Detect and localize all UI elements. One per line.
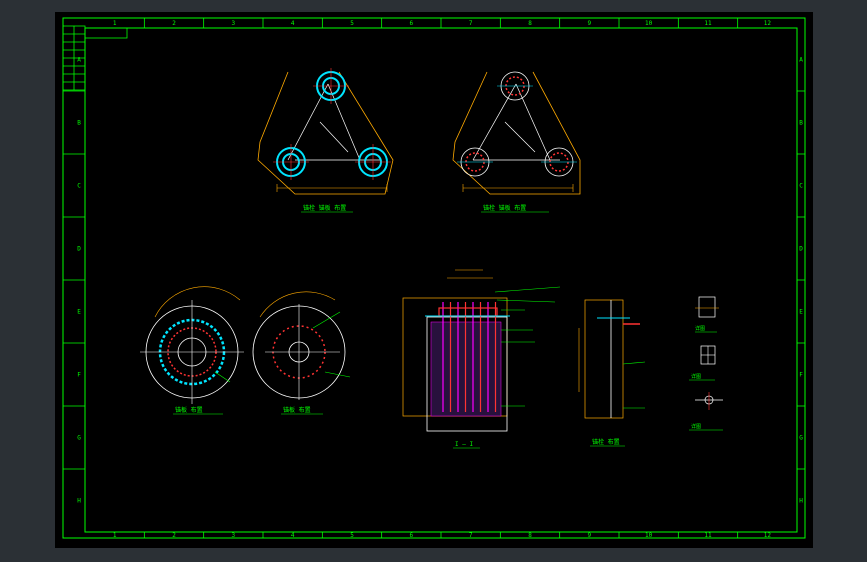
ring-view-2: 锚板 布置 <box>252 291 351 415</box>
caption-ring-1: 锚板 布置 <box>175 406 203 414</box>
row-label-left: F <box>77 372 81 379</box>
row-label-left: E <box>77 309 81 316</box>
caption-detail-3: 详图 <box>691 423 701 430</box>
row-label-right: F <box>799 372 803 379</box>
row-label-right: G <box>799 435 803 442</box>
detail-views: 详图 详图 详图 <box>689 296 723 431</box>
column-label-top: 5 <box>350 20 354 27</box>
column-label-top: 8 <box>528 20 532 27</box>
row-label-left: A <box>77 57 81 64</box>
row-label-left: D <box>77 246 81 253</box>
column-label-top: 3 <box>232 20 236 27</box>
column-label-top: 10 <box>645 20 653 27</box>
column-label-bottom: 4 <box>291 532 295 539</box>
caption-plan-1: 锚栓 锚板 布置 <box>303 204 346 212</box>
column-label-top: 2 <box>172 20 176 27</box>
row-label-left: C <box>77 183 81 190</box>
column-label-bottom: 5 <box>350 532 354 539</box>
column-label-top: 7 <box>469 20 473 27</box>
row-label-right: D <box>799 246 803 253</box>
anchor-bolts <box>442 302 497 412</box>
column-label-bottom: 7 <box>469 532 473 539</box>
caption-plan-2: 锚栓 锚板 布置 <box>483 204 526 212</box>
row-label-right: H <box>799 498 803 505</box>
column-label-top: 6 <box>410 20 414 27</box>
column-label-top: 12 <box>764 20 772 27</box>
column-label-bottom: 12 <box>764 532 772 539</box>
caption-section: I — I <box>455 441 473 448</box>
column-label-bottom: 6 <box>410 532 414 539</box>
column-label-bottom: 10 <box>645 532 653 539</box>
caption-detail-2: 详图 <box>691 373 701 380</box>
row-label-right: E <box>799 309 803 316</box>
plan-view-1: 锚栓 锚板 布置 <box>257 68 394 213</box>
section-view: I — I <box>402 269 561 449</box>
column-label-bottom: 3 <box>232 532 236 539</box>
column-label-bottom: 11 <box>704 532 712 539</box>
row-label-left: G <box>77 435 81 442</box>
row-label-right: B <box>799 120 803 127</box>
column-label-bottom: 1 <box>113 532 117 539</box>
row-label-left: H <box>77 498 81 505</box>
row-label-left: B <box>77 120 81 127</box>
column-label-top: 4 <box>291 20 295 27</box>
column-label-bottom: 9 <box>588 532 592 539</box>
ring-view-1: 锚板 布置 <box>140 286 244 415</box>
column-label-top: 11 <box>704 20 712 27</box>
caption-detail-1: 详图 <box>695 325 705 332</box>
column-label-top: 9 <box>588 20 592 27</box>
row-label-right: C <box>799 183 803 190</box>
column-label-bottom: 8 <box>528 532 532 539</box>
revision-table <box>62 25 128 91</box>
outer-frame <box>62 17 806 539</box>
caption-side: 锚栓 布置 <box>592 438 620 446</box>
column-label-top: 1 <box>113 20 117 27</box>
column-label-bottom: 2 <box>172 532 176 539</box>
plan-view-2: 锚栓 锚板 布置 <box>452 71 581 213</box>
inner-frame <box>84 27 798 533</box>
row-label-right: A <box>799 57 803 64</box>
caption-ring-2: 锚板 布置 <box>283 406 311 414</box>
side-view: 锚栓 布置 <box>578 299 646 447</box>
